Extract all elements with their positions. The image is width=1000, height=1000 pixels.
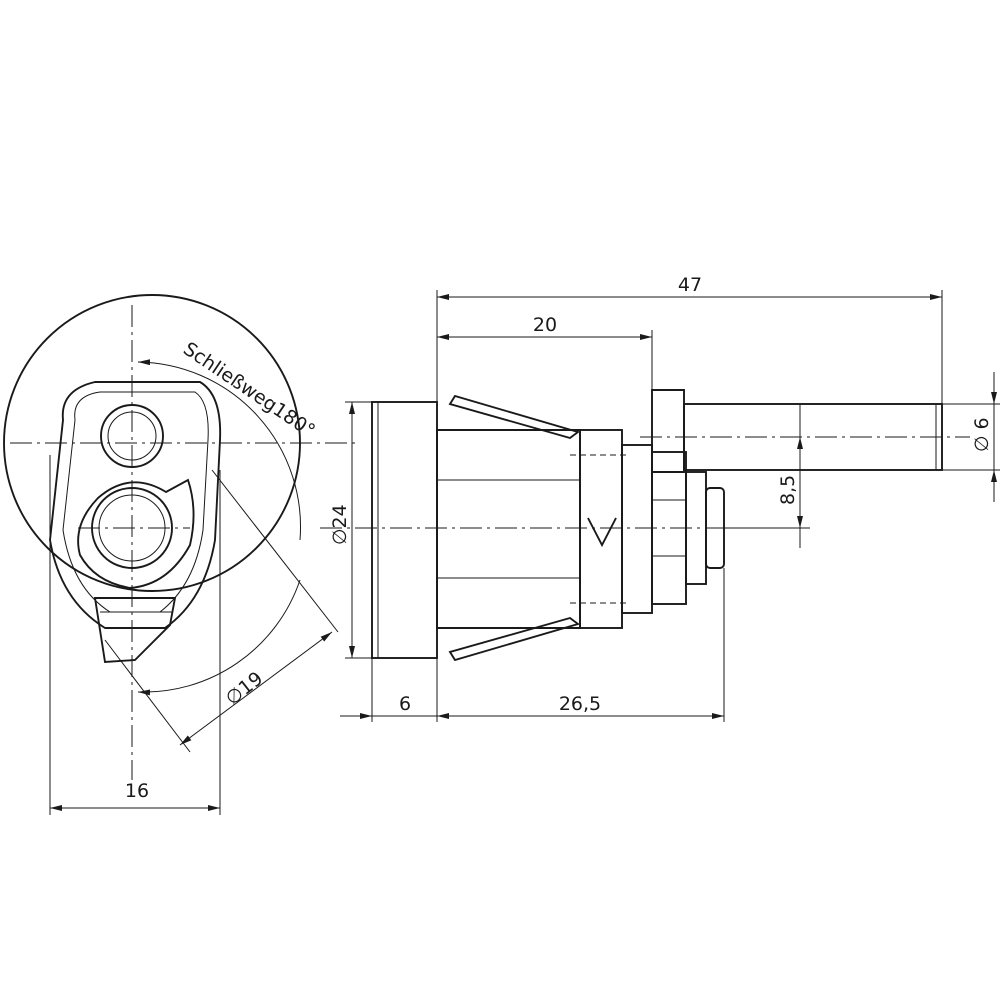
side-view xyxy=(320,290,1000,722)
dia6-value: 6 xyxy=(971,417,993,429)
collar xyxy=(621,444,653,614)
dia19-label: ∅19 xyxy=(222,668,268,710)
dia24-symbol: ∅ xyxy=(329,528,351,545)
front-view xyxy=(3,294,360,815)
spring-clip-lower xyxy=(448,616,581,662)
dia6-label: ∅6 xyxy=(971,417,993,452)
cam-arm xyxy=(651,389,685,473)
dia19-extension-upper xyxy=(211,469,339,633)
knurl-v-mark xyxy=(587,517,617,548)
dim16-label: 16 xyxy=(125,780,149,802)
body xyxy=(436,429,581,629)
dia19-extension-lower xyxy=(104,639,191,753)
top-bore-outer xyxy=(100,404,164,468)
dia24-label: ∅24 xyxy=(329,504,351,545)
flange xyxy=(371,401,438,659)
top-bore-inner xyxy=(107,411,157,461)
housing-outline xyxy=(49,381,222,629)
dim265-label: 26,5 xyxy=(559,693,601,715)
stroke-arc xyxy=(137,359,301,541)
stroke-note: Schließweg180° xyxy=(179,338,319,442)
dim85-label: 8,5 xyxy=(777,475,799,505)
dim47-label: 47 xyxy=(678,274,702,296)
knurled-ring xyxy=(579,429,623,629)
key-ring xyxy=(77,478,195,589)
outer-ring xyxy=(3,294,301,592)
dia6-symbol: ∅ xyxy=(971,435,993,452)
dim6-label: 6 xyxy=(399,693,411,715)
dia19-dimension-line xyxy=(179,631,333,746)
dia24-value: 24 xyxy=(329,504,351,528)
bottom-lug xyxy=(93,597,177,664)
dim20-label: 20 xyxy=(533,314,557,336)
stroke-arc-lower xyxy=(137,579,301,696)
housing-inner-outline xyxy=(62,391,209,613)
spring-clip-upper xyxy=(448,394,581,440)
